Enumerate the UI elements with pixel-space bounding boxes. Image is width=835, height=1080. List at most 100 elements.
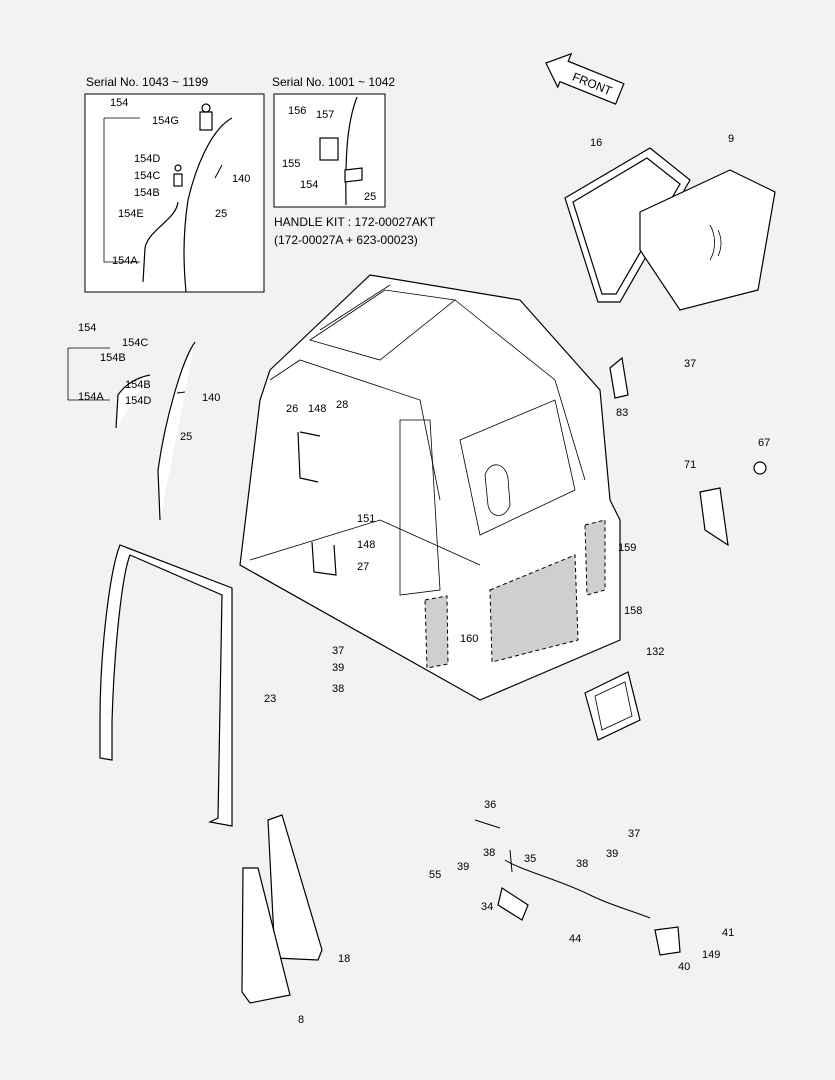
panel-159 [584, 519, 606, 596]
callout-8: 8 [298, 1014, 304, 1026]
callout-154: 154 [110, 97, 128, 109]
callout-159: 159 [618, 542, 636, 554]
bracket-154-left [67, 347, 110, 401]
callout-154b: 154B [100, 352, 126, 364]
pin-36 [474, 819, 501, 829]
callout-26: 26 [286, 403, 298, 415]
rear-window-cutout [484, 464, 511, 516]
callout-154e: 154E [118, 208, 144, 220]
callout-36: 36 [484, 799, 496, 811]
floor-edge [249, 519, 481, 566]
callout-44: 44 [569, 933, 581, 945]
callout-25: 25 [215, 208, 227, 220]
spring-154b [173, 173, 183, 187]
callout-154: 154 [300, 179, 318, 191]
callout-83: 83 [616, 407, 628, 419]
cover-132-inner [594, 681, 633, 731]
knob-67 [753, 461, 767, 475]
callout-41: 41 [722, 927, 734, 939]
glass-9-reflection [709, 224, 722, 261]
glass-9 [639, 169, 776, 311]
front-arrow: FRONT [545, 52, 625, 105]
bolt-140-inset [214, 164, 223, 179]
callout-38: 38 [576, 858, 588, 870]
callout-27: 27 [357, 561, 369, 573]
door-frame [399, 419, 441, 596]
callout-148: 148 [308, 403, 326, 415]
callout-71: 71 [684, 459, 696, 471]
callout-40: 40 [678, 961, 690, 973]
callout-35: 35 [524, 853, 536, 865]
bolt-140-left [176, 391, 186, 394]
handle-kit-line1: HANDLE KIT : 172-00027AKT [274, 215, 436, 229]
bracket-154-inset [103, 117, 140, 263]
callout-39: 39 [332, 662, 344, 674]
callout-37: 37 [332, 645, 344, 657]
callout-151: 151 [357, 513, 375, 525]
callout-155: 155 [282, 158, 300, 170]
callout-25: 25 [364, 191, 376, 203]
handle-26 [297, 431, 321, 483]
callout-132: 132 [646, 646, 664, 658]
callout-160: 160 [460, 633, 478, 645]
handle-27 [311, 541, 337, 576]
handle-154-inset-r [344, 167, 363, 183]
handle-154a-inset [142, 201, 179, 283]
bracket-155 [319, 137, 339, 161]
inset-left-title: Serial No. 1043 ~ 1199 [86, 75, 209, 89]
callout-23: 23 [264, 693, 276, 705]
rod-25-left [157, 341, 196, 521]
callout-39: 39 [606, 848, 618, 860]
rod-25-inset [183, 117, 233, 293]
glass-8 [241, 867, 291, 1004]
callout-38: 38 [483, 847, 495, 859]
lever-34 [497, 887, 529, 921]
callout-154b: 154B [125, 379, 151, 391]
callout-9: 9 [728, 133, 734, 145]
callout-154b: 154B [134, 187, 160, 199]
spring-35 [509, 849, 513, 873]
callout-25: 25 [180, 431, 192, 443]
callout-154a: 154A [78, 391, 104, 403]
cable-44 [504, 859, 651, 919]
callout-140: 140 [232, 173, 250, 185]
callout-37: 37 [628, 828, 640, 840]
door-seal-23 [99, 544, 233, 827]
callout-158: 158 [624, 605, 642, 617]
handle-kit-line2: (172-00027A + 623-00023) [274, 233, 418, 247]
callout-154d: 154D [125, 395, 151, 407]
latch-83 [609, 356, 629, 399]
panel-158 [489, 554, 579, 663]
cab-interior-edge [269, 359, 441, 501]
callout-38: 38 [332, 683, 344, 695]
handle-154a-left [115, 374, 151, 429]
washer-154c [174, 164, 182, 172]
callout-28: 28 [336, 399, 348, 411]
callout-154g: 154G [152, 115, 179, 127]
callout-140: 140 [202, 392, 220, 404]
callout-18: 18 [338, 953, 350, 965]
callout-154c: 154C [134, 170, 160, 182]
roof-edges [319, 284, 586, 481]
callout-156: 156 [288, 105, 306, 117]
callout-16: 16 [590, 137, 602, 149]
inset-left-frame [84, 93, 265, 293]
cap-154g [201, 103, 211, 113]
latch-40 [654, 926, 681, 956]
rear-window [459, 399, 576, 536]
callout-34: 34 [481, 901, 493, 913]
callout-154: 154 [78, 322, 96, 334]
callout-67: 67 [758, 437, 770, 449]
callout-157: 157 [316, 109, 334, 121]
callout-37: 37 [684, 358, 696, 370]
callout-55: 55 [429, 869, 441, 881]
callout-149: 149 [702, 949, 720, 961]
panel-160 [424, 595, 449, 669]
callout-148: 148 [357, 539, 375, 551]
inset-right-title: Serial No. 1001 ~ 1042 [272, 75, 395, 89]
callout-154d: 154D [134, 153, 160, 165]
callout-39: 39 [457, 861, 469, 873]
bracket-71 [699, 487, 729, 547]
cover-132 [584, 671, 641, 741]
